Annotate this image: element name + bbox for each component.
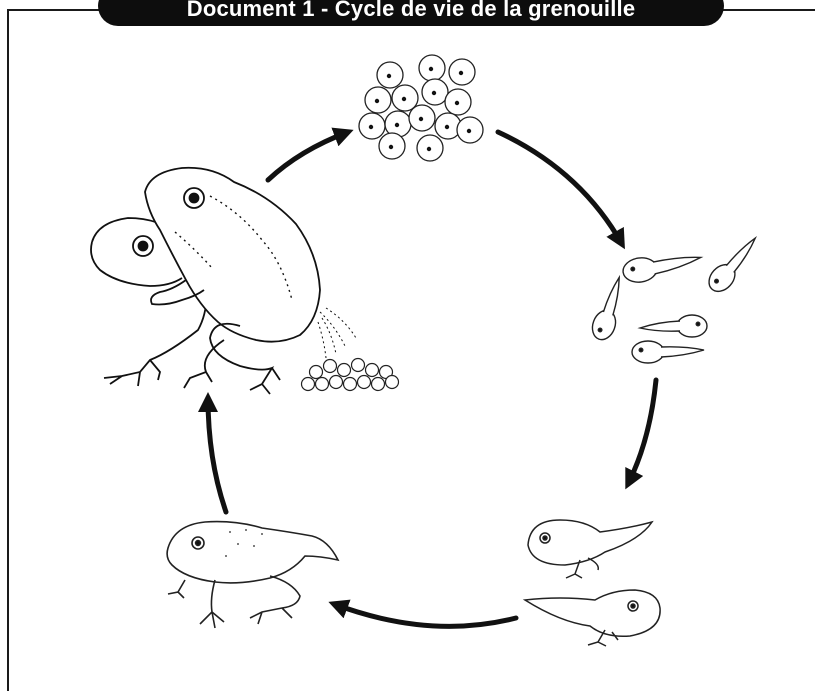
- document-title: Document 1 - Cycle de vie de la grenouil…: [98, 0, 724, 26]
- arrow-legged-tadpoles-to-froglet: [334, 604, 516, 626]
- arrow-adult-to-eggs: [268, 132, 348, 180]
- adult-frogs-laying-eggs-icon: [91, 168, 399, 394]
- arrow-tadpoles-to-legged-tadpoles: [628, 380, 656, 484]
- arrow-eggs-to-tadpoles: [498, 132, 622, 244]
- froglet-icon: [167, 522, 338, 628]
- young-tadpoles-icon: [589, 232, 765, 363]
- frog-eggs-icon: [359, 55, 483, 161]
- tadpoles-with-hind-legs-icon: [525, 520, 660, 646]
- arrow-froglet-to-adult: [208, 398, 226, 512]
